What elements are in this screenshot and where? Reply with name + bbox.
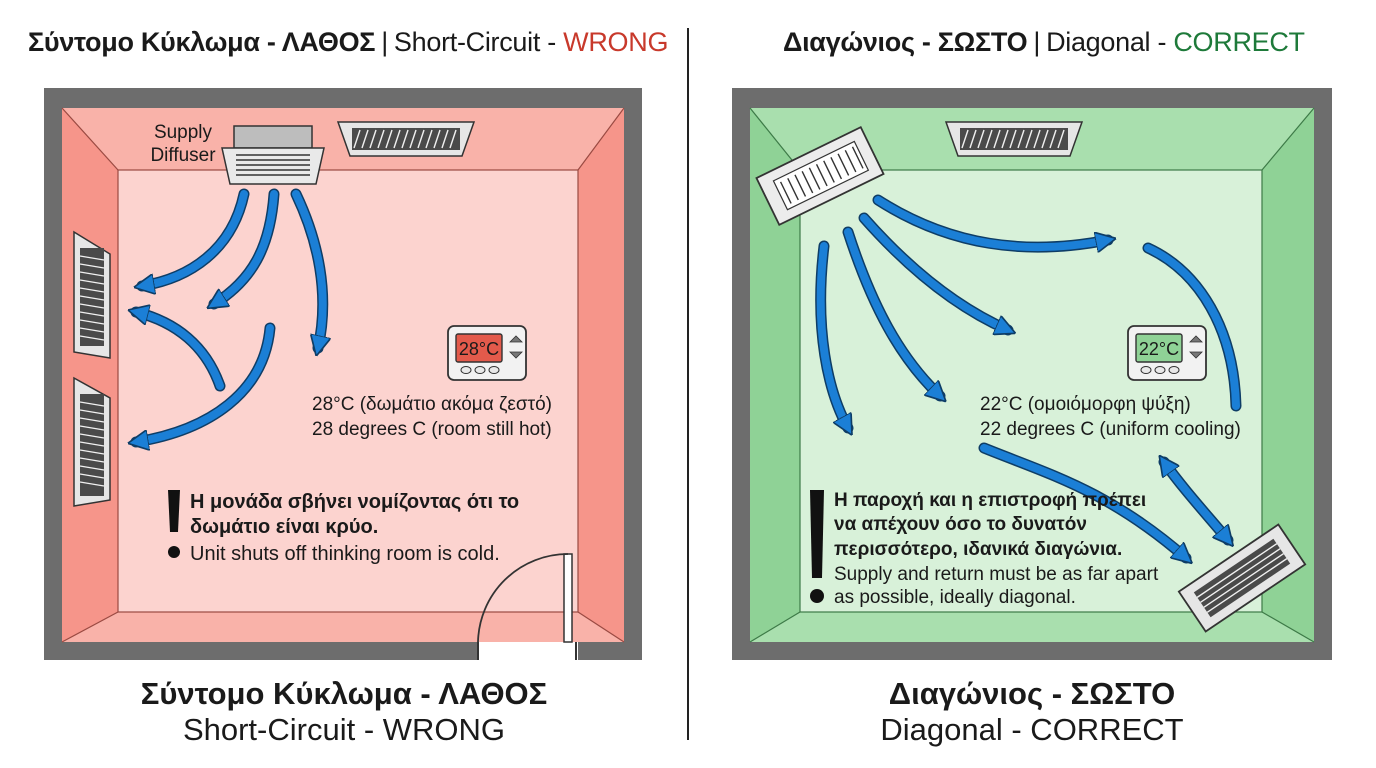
left-bottom-title: Σύντομο Κύκλωμα - ΛΑΘΟΣ Short-Circuit - … bbox=[0, 676, 688, 748]
return-grille-left-lower-icon bbox=[73, 376, 111, 507]
left-warning-greek-line2: δωμάτιο είναι κρύο. bbox=[190, 516, 378, 538]
airflow-arrow bbox=[1144, 244, 1240, 410]
return-grille-left-upper-icon bbox=[73, 230, 111, 359]
door-icon bbox=[477, 553, 578, 660]
left-temp-note-greek: 28°C (δωμάτιο ακόμα ζεστό) bbox=[312, 394, 552, 415]
airflow-arrow bbox=[860, 214, 1008, 330]
airflow-arrow bbox=[292, 190, 323, 348]
right-warning-greek-line3: περισσότερο, ιδανικά διαγώνια. bbox=[834, 539, 1122, 560]
left-temp-note-english: 28 degrees C (room still hot) bbox=[312, 419, 552, 440]
airflow-arrow bbox=[142, 190, 248, 286]
airflow-arrow bbox=[816, 242, 848, 428]
right-bottom-title-english: Diagonal - CORRECT bbox=[880, 712, 1184, 747]
right-temp-note-greek: 22°C (ομοιόμορφη ψύξη) bbox=[980, 394, 1191, 415]
right-title-english: Diagonal - bbox=[1046, 27, 1174, 57]
supply-diffuser-label-line1: Supply bbox=[154, 122, 213, 143]
right-thermostat-icon: 22°C bbox=[1127, 325, 1207, 381]
left-thermostat-icon: 28°C bbox=[447, 325, 527, 381]
right-warning-icon bbox=[810, 490, 824, 603]
airflow-arrow bbox=[1164, 462, 1228, 540]
return-grille-top-icon bbox=[336, 121, 476, 157]
right-thermostat-reading: 22°C bbox=[1139, 339, 1179, 359]
airflow-arrow bbox=[874, 196, 1108, 247]
airflow-arrow bbox=[136, 324, 274, 442]
supply-diffuser-icon bbox=[755, 126, 885, 226]
right-warning-english-line1: Supply and return must be as far apart bbox=[834, 564, 1159, 585]
left-title-greek: Σύντομο Κύκλωμα - ΛΑΘΟΣ bbox=[28, 27, 376, 57]
left-warning-english: Unit shuts off thinking room is cold. bbox=[190, 543, 500, 565]
right-warning-greek-line2: να απέχουν όσο το δυνατόν bbox=[834, 514, 1087, 535]
supply-diffuser-label-line2: Diffuser bbox=[150, 145, 216, 166]
right-title-status: CORRECT bbox=[1173, 27, 1305, 57]
right-title-greek: Διαγώνιος - ΣΩΣΤΟ bbox=[783, 27, 1028, 57]
left-thermostat-reading: 28°C bbox=[459, 339, 499, 359]
left-warning-icon bbox=[168, 490, 180, 558]
left-bottom-title-greek: Σύντομο Κύκλωμα - ΛΑΘΟΣ bbox=[140, 676, 548, 711]
panel-divider bbox=[687, 28, 689, 740]
left-title-english: Short-Circuit - bbox=[393, 27, 564, 57]
airflow-arrow bbox=[136, 312, 224, 390]
return-grille-corner-icon bbox=[1177, 523, 1307, 633]
right-warning-english-line2: as possible, ideally diagonal. bbox=[834, 587, 1076, 608]
left-warning-greek-line1: Η μονάδα σβήνει νομίζοντας ότι το bbox=[190, 491, 519, 513]
left-title: Σύντομο Κύκλωμα - ΛΑΘΟΣ|Short-Circuit - … bbox=[28, 24, 668, 60]
right-temp-note-english: 22 degrees C (uniform cooling) bbox=[980, 419, 1241, 440]
supply-diffuser-icon bbox=[221, 125, 325, 185]
left-room-diagram: 28°C Supply Diffuser 28°C (δωμάτιο ακόμα… bbox=[44, 88, 642, 660]
right-title-separator: | bbox=[1033, 27, 1041, 57]
left-room-floor bbox=[117, 169, 579, 613]
left-title-status: WRONG bbox=[563, 27, 669, 57]
return-grille-top-icon bbox=[944, 121, 1084, 157]
right-room-diagram: 22°C 22°C (ομοιόμορφη ψύξη) 22 degrees C… bbox=[732, 88, 1332, 660]
left-title-separator: | bbox=[381, 27, 388, 57]
airflow-arrow bbox=[980, 444, 1186, 558]
right-title: Διαγώνιος - ΣΩΣΤΟ|Diagonal - CORRECT bbox=[783, 24, 1305, 60]
right-bottom-title-greek: Διαγώνιος - ΣΩΣΤΟ bbox=[888, 676, 1176, 711]
airflow-arrow bbox=[844, 228, 940, 396]
right-warning-greek-line1: Η παροχή και η επιστροφή πρέπει bbox=[834, 490, 1146, 511]
right-bottom-title: Διαγώνιος - ΣΩΣΤΟ Diagonal - CORRECT bbox=[688, 676, 1376, 748]
airflow-arrow bbox=[214, 190, 278, 304]
left-bottom-title-english: Short-Circuit - WRONG bbox=[182, 712, 506, 747]
